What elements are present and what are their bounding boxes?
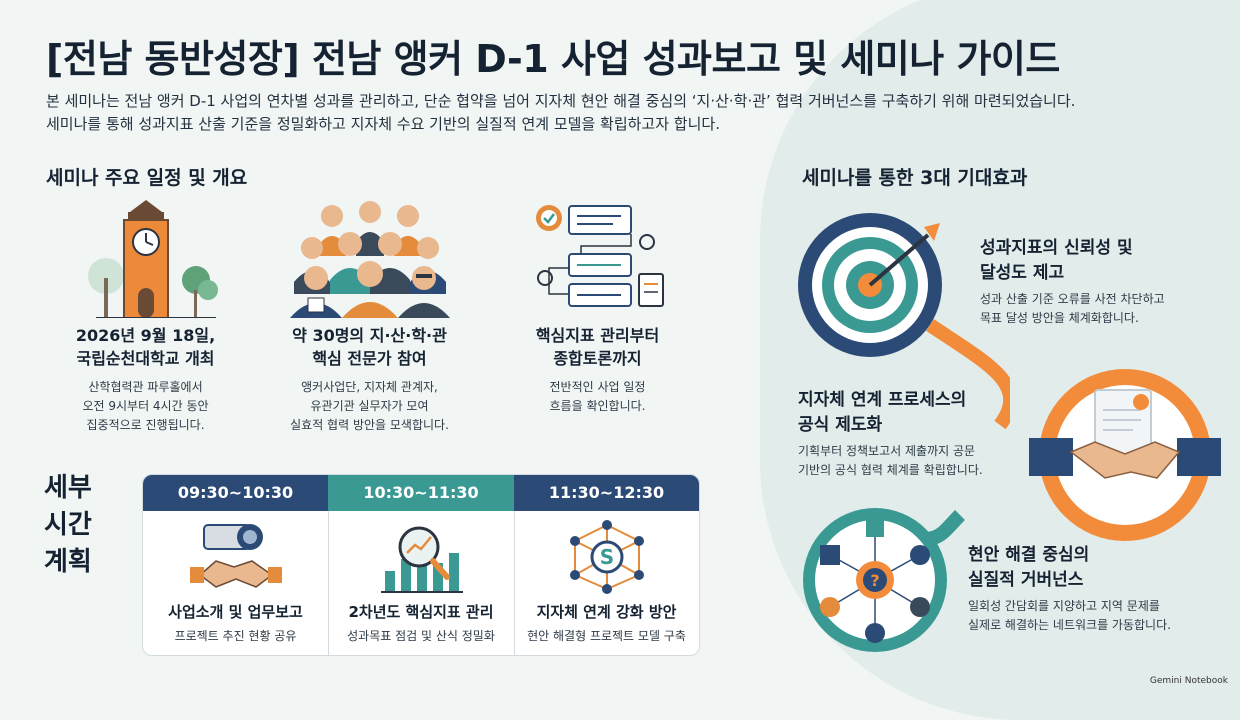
network-hub-icon: S (569, 520, 644, 594)
chart-magnifier-icon (381, 526, 463, 593)
overview-item-agenda: 핵심지표 관리부터 종합토론까지 전반적인 사업 일정 흐름을 확인합니다. (490, 198, 705, 416)
time-slot-1: 09:30~10:30 (143, 475, 328, 511)
overview-item-title: 약 30명의 지·산·학·관 핵심 전문가 참여 (292, 326, 447, 368)
schedule-item-desc: 프로젝트 추진 현황 공유 (174, 629, 297, 643)
workflow-icon (535, 205, 664, 307)
time-slot-2: 10:30~11:30 (328, 475, 514, 511)
schedule-item-title: 2차년도 핵심지표 관리 (348, 603, 494, 621)
effects-heading: 세미나를 통한 3대 기대효과 (802, 167, 1028, 189)
schedule-item: S 지자체 연계 강화 방안 현안 해결형 프로젝트 모델 구축 (514, 511, 699, 655)
effect-2-title: 지자체 연계 프로세스의 공식 제도화 (798, 390, 967, 435)
intro-text: 본 세미나는 전남 앵커 D-1 사업의 연차별 성과를 관리하고, 단순 협약… (46, 90, 1075, 136)
people-group-icon (289, 201, 450, 318)
overview-item-desc: 앵커사업단, 지자체 관계자, 유관기관 실무자가 모여 실효적 협력 방안을 … (290, 380, 449, 432)
effect-3-desc: 일회성 간담회를 지양하고 지역 문제를 실제로 해결하는 네트워크를 가동합니… (968, 599, 1171, 632)
effect-1-title: 성과지표의 신뢰성 및 달성도 제고 (980, 238, 1133, 283)
overview-item-title: 2026년 9월 18일, 국립순천대학교 개최 (75, 326, 216, 368)
projector-handshake-icon (189, 524, 282, 588)
overview-item-date: 2026년 9월 18일, 국립순천대학교 개최 산학협력관 파루홀에서 오전 … (38, 198, 253, 435)
effect-1-desc: 성과 산출 기준 오류를 사전 차단하고 목표 달성 방안을 체계화합니다. (980, 292, 1165, 325)
time-slot-3: 11:30~12:30 (514, 475, 699, 511)
divider (328, 511, 329, 655)
schedule-table: 09:30~10:30 10:30~11:30 11:30~12:30 사업소개… (142, 474, 700, 656)
document-handshake-icon (1029, 369, 1221, 541)
overview-item-desc: 전반적인 사업 일정 흐름을 확인합니다. (549, 380, 646, 413)
overview-heading: 세미나 주요 일정 및 개요 (46, 167, 248, 189)
schedule-item-title: 지자체 연계 강화 방안 (536, 603, 677, 621)
overview-item-desc: 산학협력관 파루홀에서 오전 9시부터 4시간 동안 집중적으로 진행됩니다. (82, 380, 209, 432)
page-title: [전남 동반성장] 전남 앵커 D-1 사업 성과보고 및 세미나 가이드 (46, 37, 1060, 81)
effects-flow-graphic (798, 213, 1010, 546)
divider (514, 511, 515, 655)
intro-line-2: 세미나를 통해 성과지표 산출 기준을 정밀화하고 지자체 수요 기반의 실질적… (46, 115, 720, 133)
schedule-label: 세부 시간 계획 (44, 473, 92, 577)
svg-text:S: S (599, 545, 613, 569)
schedule-item-desc: 성과목표 점검 및 산식 정밀화 (347, 629, 495, 643)
overview-item-title: 핵심지표 관리부터 종합토론까지 (535, 326, 660, 368)
schedule-item-desc: 현안 해결형 프로젝트 모델 구축 (527, 629, 686, 643)
schedule-item-title: 사업소개 및 업무보고 (168, 603, 303, 621)
schedule-item: 2차년도 핵심지표 관리 성과목표 점검 및 산식 정밀화 (328, 511, 514, 655)
governance-network-icon: ? (803, 508, 947, 652)
overview-item-participants: 약 30명의 지·산·학·관 핵심 전문가 참여 앵커사업단, 지자체 관계자,… (262, 198, 477, 435)
svg-text:?: ? (870, 571, 879, 590)
effect-2-desc: 기획부터 정책보고서 제출까지 공문 기반의 공식 협력 체계를 확립합니다. (798, 444, 983, 477)
clock-tower-icon (87, 200, 218, 318)
credit-watermark: Gemini Notebook (1149, 676, 1228, 686)
effect-3-title: 현안 해결 중심의 실질적 거버넌스 (968, 545, 1090, 590)
intro-line-1: 본 세미나는 전남 앵커 D-1 사업의 연차별 성과를 관리하고, 단순 협약… (46, 92, 1076, 110)
schedule-item: 사업소개 및 업무보고 프로젝트 추진 현황 공유 (143, 511, 328, 655)
